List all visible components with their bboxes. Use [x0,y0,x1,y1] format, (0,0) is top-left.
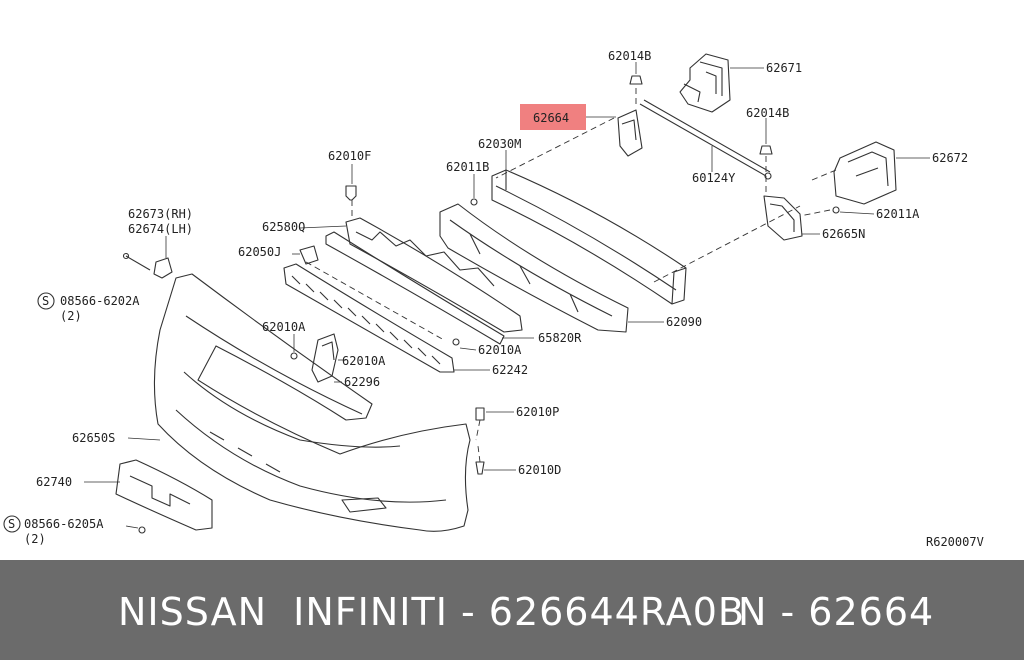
bracket-62664 [617,109,643,157]
label-62010P: 62010P [516,405,559,419]
piece-62050J [299,245,319,265]
label-62010A-mid: 62010A [342,354,386,368]
label-62010A-right: 62010A [478,343,522,357]
label-62242: 62242 [492,363,528,377]
bolt-62011A [832,206,840,214]
footer-bar: NISSAN INFINITI - 626644RA0B N - 62664 [0,560,1024,660]
label-62671: 62671 [766,61,802,75]
label-08566-6205A-qty: (2) [24,532,46,546]
nut-62014B-top [629,75,643,85]
label-62650S: 62650S [72,431,115,445]
label-08566-6202A-qty: (2) [60,309,82,323]
label-62011B: 62011B [446,160,489,174]
bracket-62673-62674 [122,252,173,279]
label-65820R: 65820R [538,331,582,345]
label-62740: 62740 [36,475,72,489]
absorber-62090 [439,203,629,333]
reinforcement-62030M [491,169,687,305]
label-08566-6202A: 08566-6202A [60,294,140,308]
bracket-62296 [311,333,339,383]
clip-62010P [475,407,485,421]
label-62580Q: 62580Q [262,220,305,234]
label-62673: 62673(RH) [128,207,193,221]
bolt-62011B [470,198,478,206]
bracket-62672 [811,141,897,205]
footer-part-number: NISSAN INFINITI - 626644RA0B [118,590,745,634]
footer-part-code: N - 62664 [738,590,935,634]
label-62050J: 62050J [238,245,281,259]
screw-08566-6205A [138,526,146,534]
bumper-fascia-62650S [153,273,471,532]
bracket-62665N [763,195,803,241]
label-62674: 62674(LH) [128,222,193,236]
label-62296: 62296 [344,375,380,389]
label-62090: 62090 [666,315,702,329]
bracket-62740 [115,459,213,531]
label-62010F: 62010F [328,149,371,163]
label-62014B-top: 62014B [608,49,651,63]
bracket-62671 [679,53,731,113]
clip-62010F [345,185,357,201]
grille-62242 [283,263,455,373]
svg-text:S: S [8,517,15,531]
label-62010A-left: 62010A [262,320,306,334]
rod-60124Y [639,99,772,180]
svg-text:S: S [42,294,49,308]
label-62011A: 62011A [876,207,920,221]
label-60124Y: 60124Y [692,171,736,185]
strip-65820R [325,231,505,345]
highlight-62664 [520,104,586,130]
label-62672: 62672 [932,151,968,165]
label-62014B-mid: 62014B [746,106,789,120]
support-62580Q [345,217,523,333]
label-62010D: 62010D [518,463,561,477]
clip-62010A-right [452,338,460,346]
label-62665N: 62665N [822,227,865,241]
label-62030M: 62030M [478,137,521,151]
clip-62010D [475,461,485,475]
label-08566-6205A: 08566-6205A [24,517,104,531]
nut-62014B-mid [759,145,773,155]
symbol-circle-top: S [37,292,55,310]
symbol-circle-bottom: S [3,515,21,533]
parts-diagram: S S 62014B 62671 62664 62014B 62030M 626… [3,49,984,549]
reference-code: R620007V [926,535,984,549]
clip-62010A-left [290,352,298,360]
label-62664: 62664 [533,111,569,125]
